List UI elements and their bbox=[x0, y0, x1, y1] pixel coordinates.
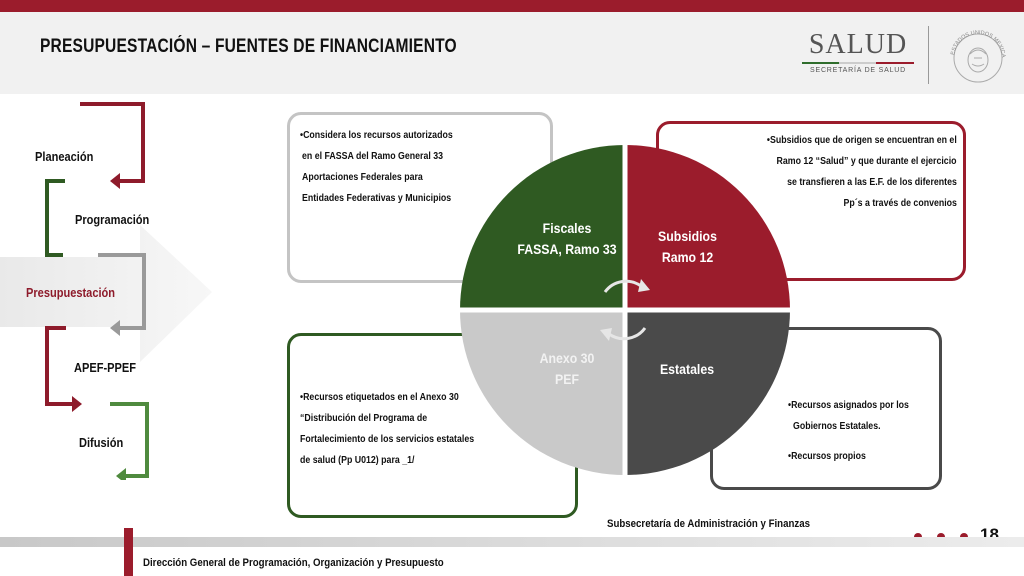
subsidios-line-1: •Subsidios que de origen se encuentran e… bbox=[767, 135, 957, 146]
anexo-line-3: Fortalecimiento de los servicios estatal… bbox=[300, 434, 475, 445]
footer-red-bar bbox=[124, 528, 133, 576]
quadrant-fiscales bbox=[460, 145, 625, 310]
quadrant-subsidios-label: Subsidios Ramo 12 bbox=[637, 226, 738, 268]
active-step-arrow-highlight bbox=[0, 225, 212, 362]
estatales-line-2: Gobiernos Estatales. bbox=[793, 421, 881, 432]
planeacion-connector bbox=[80, 102, 145, 183]
cycle-arrows-icon bbox=[600, 279, 650, 341]
quadrant-fiscales-label: Fiscales FASSA, Ramo 33 bbox=[515, 218, 619, 260]
anexo-line-1: •Recursos etiquetados en el Anexo 30 bbox=[300, 392, 459, 403]
estatales-line-3: •Recursos propios bbox=[788, 451, 866, 462]
quadrant-anexo bbox=[460, 310, 625, 475]
quadrant-estatales-label: Estatales bbox=[639, 359, 736, 380]
subsidios-line-3: se transfieren a las E.F. de los diferen… bbox=[787, 177, 957, 188]
anexo-line-2: “Distribución del Programa de bbox=[300, 413, 428, 424]
apef-connector bbox=[45, 326, 76, 406]
anexo-subtitle: PEF bbox=[555, 371, 579, 387]
fiscales-line-1: •Considera los recursos autorizados bbox=[300, 130, 453, 141]
seal-text: ESTADOS UNIDOS MEXICANOS bbox=[944, 24, 1006, 58]
anexo-line-4: de salud (Pp U012) para _1/ bbox=[300, 455, 415, 466]
salud-logo: SALUD SECRETARÍA DE SALUD bbox=[802, 30, 914, 74]
step-planeacion: Planeación bbox=[35, 149, 94, 164]
programacion-connector-left bbox=[45, 179, 65, 257]
subsecretaria-label: Subsecretaría de Administración y Finanz… bbox=[607, 518, 810, 530]
svg-text:ESTADOS UNIDOS MEXICANOS: ESTADOS UNIDOS MEXICANOS bbox=[944, 24, 1006, 58]
step-apef-ppef: APEF-PPEF bbox=[74, 360, 137, 375]
difusion-connector bbox=[110, 402, 149, 478]
quadrant-estatales bbox=[625, 310, 790, 475]
estatales-line-1: •Recursos asignados por los bbox=[788, 400, 909, 411]
fiscales-title: Fiscales bbox=[542, 220, 592, 236]
footer-band bbox=[0, 537, 1024, 547]
step-difusion: Difusión bbox=[79, 435, 124, 450]
logo-subtitle: SECRETARÍA DE SALUD bbox=[810, 67, 906, 74]
quadrant-anexo-label: Anexo 30 PEF bbox=[519, 348, 616, 390]
fiscales-line-4: Entidades Federativas y Municipios bbox=[302, 193, 452, 204]
planeacion-arrowhead bbox=[110, 173, 120, 189]
logo-divider bbox=[928, 26, 929, 84]
footer-direccion: Dirección General de Programación, Organ… bbox=[143, 557, 444, 569]
apef-arrowhead bbox=[72, 396, 82, 412]
funding-sources-circle bbox=[455, 140, 795, 480]
fiscales-subtitle: FASSA, Ramo 33 bbox=[517, 241, 617, 257]
process-flow-diagram bbox=[0, 102, 212, 480]
mexico-seal-icon: ESTADOS UNIDOS MEXICANOS bbox=[944, 24, 1006, 83]
fiscales-line-3: Aportaciones Federales para bbox=[302, 172, 423, 183]
logo-word: SALUD bbox=[808, 29, 908, 60]
step-presupuestacion-active: Presupuestación bbox=[26, 285, 116, 300]
quadrant-subsidios bbox=[625, 145, 790, 310]
logo-tricolor-rule bbox=[802, 62, 914, 64]
anexo-title: Anexo 30 bbox=[539, 350, 595, 366]
step-programacion: Programación bbox=[75, 212, 150, 227]
presupuestacion-connector bbox=[98, 253, 146, 330]
fiscales-line-2: en el FASSA del Ramo General 33 bbox=[302, 151, 444, 162]
subsidios-line-4: Pp´s a través de convenios bbox=[843, 198, 957, 209]
presupuestacion-arrowhead bbox=[110, 320, 120, 336]
top-accent-bar bbox=[0, 0, 1024, 12]
header-band bbox=[0, 12, 1024, 94]
subsidios-subtitle: Ramo 12 bbox=[661, 249, 714, 265]
estatales-title: Estatales bbox=[659, 361, 715, 377]
subsidios-title: Subsidios bbox=[658, 228, 717, 244]
difusion-arrowhead bbox=[116, 468, 126, 480]
page-title: PRESUPUESTACIÓN – FUENTES DE FINANCIAMIE… bbox=[40, 36, 457, 57]
subsidios-line-2: Ramo 12 “Salud” y que durante el ejercic… bbox=[777, 156, 957, 167]
